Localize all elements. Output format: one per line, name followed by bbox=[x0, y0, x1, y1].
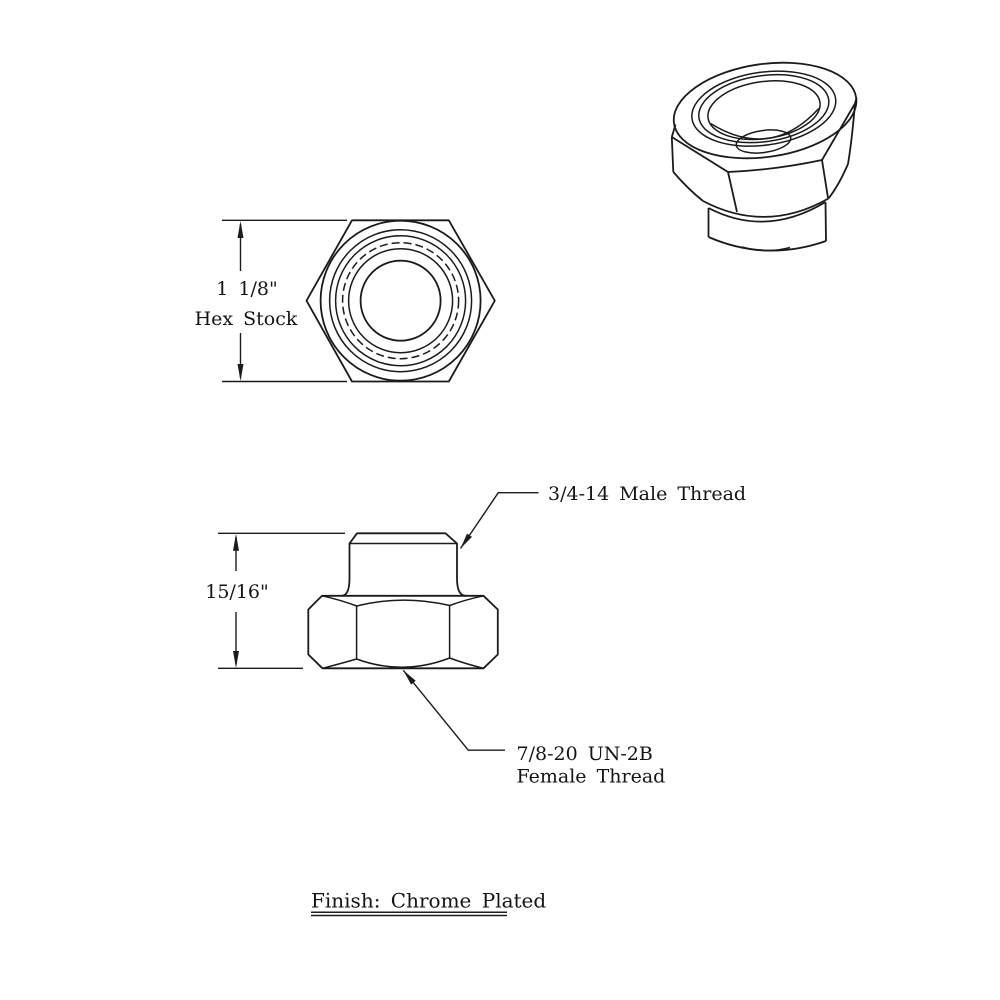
female-thread-leader-line bbox=[402, 669, 505, 751]
side-dimension-value: 15/16" bbox=[205, 581, 269, 603]
iso-right-vertex-edge bbox=[854, 97, 858, 104]
front-thread-major-circle bbox=[334, 234, 467, 367]
male-thread-leader-arrowhead bbox=[460, 533, 472, 549]
front-hexagon-outline bbox=[305, 219, 496, 383]
iso-rim-outer-ellipse bbox=[691, 70, 837, 147]
iso-bottom-left-chamfer bbox=[672, 171, 704, 202]
side-hex-outline bbox=[307, 594, 499, 670]
iso-boss-top-edge bbox=[708, 201, 826, 223]
side-middle-facet-bottom-arc bbox=[356, 657, 450, 668]
female-thread-label-line2: Female Thread bbox=[517, 766, 666, 788]
iso-hex-bottom-edge bbox=[702, 197, 829, 218]
female-thread-label-line1: 7/8-20 UN-2B bbox=[517, 743, 653, 765]
iso-bottom-right-chamfer bbox=[827, 163, 849, 200]
side-facet-chamfer-top-right bbox=[449, 595, 484, 607]
iso-right-facet-line bbox=[821, 159, 829, 199]
iso-boss-bottom-inner-arc bbox=[741, 246, 791, 252]
iso-top-left-hex-edge bbox=[671, 136, 729, 173]
iso-boss-bottom-edge bbox=[708, 236, 827, 252]
iso-left-facet-line bbox=[727, 171, 738, 213]
male-thread-label: 3/4-14 Male Thread bbox=[548, 483, 746, 505]
female-thread-leader-arrowhead bbox=[403, 670, 416, 685]
iso-bore-top-ellipse bbox=[707, 80, 821, 141]
side-dimension-arrow-down bbox=[233, 651, 239, 668]
isometric-top-ellipses bbox=[672, 61, 858, 160]
side-middle-facet-top-arc bbox=[356, 599, 450, 607]
front-dimension-arrow-up bbox=[237, 221, 244, 238]
iso-right-silhouette bbox=[847, 103, 856, 165]
iso-rim-inner-ellipse bbox=[698, 73, 830, 144]
front-view: 1 1/8" Hex Stock bbox=[195, 219, 496, 383]
iso-outer-chamfer-ellipse bbox=[672, 61, 858, 160]
side-view: 15/16" 3/4-14 Male Thread 7/8-20 UN-2B F… bbox=[205, 483, 746, 788]
finish-note-text: Finish: Chrome Plated bbox=[311, 889, 546, 913]
side-dimension-arrow-up bbox=[233, 533, 239, 551]
side-boss-outline bbox=[341, 532, 466, 597]
iso-left-silhouette bbox=[670, 136, 675, 173]
front-dimension-arrow-down bbox=[237, 364, 244, 381]
finish-note: Finish: Chrome Plated bbox=[311, 889, 546, 917]
iso-bore-bottom-ellipse bbox=[735, 129, 792, 154]
hex-stock-label: Hex Stock bbox=[195, 308, 298, 330]
side-facet-chamfer-bottom-right bbox=[449, 657, 484, 670]
side-facet-chamfer-bottom-left bbox=[322, 658, 357, 670]
front-thread-minor-circle bbox=[347, 247, 454, 354]
front-chamfer-circle bbox=[328, 228, 473, 373]
iso-bore-wall-arc bbox=[710, 107, 820, 140]
front-outer-circle bbox=[319, 219, 482, 382]
front-dimension-value: 1 1/8" bbox=[216, 278, 277, 300]
front-thread-dashed-circle bbox=[341, 241, 460, 360]
side-facet-chamfer-top-left bbox=[321, 595, 357, 607]
iso-top-right-hex-edge bbox=[821, 103, 856, 161]
male-thread-leader-line bbox=[459, 492, 539, 549]
front-bore-circle bbox=[359, 259, 442, 342]
iso-left-vertex-edge bbox=[670, 124, 677, 138]
iso-boss-right-edge bbox=[824, 201, 827, 242]
iso-front-top-hex-edge bbox=[727, 159, 823, 173]
isometric-view bbox=[670, 61, 858, 252]
